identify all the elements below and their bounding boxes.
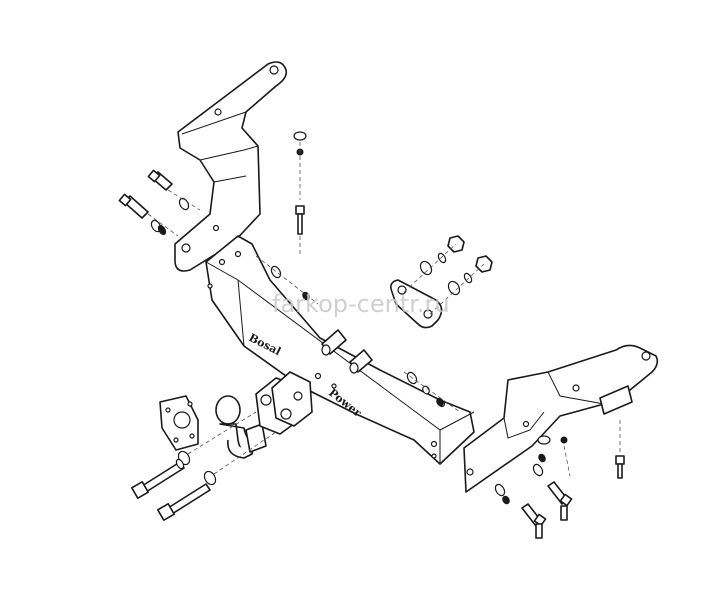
- tow-ball-neck: [215, 395, 255, 459]
- left-bolt-set: [118, 169, 201, 237]
- ball-bracket-plates: [255, 371, 313, 435]
- right-mounting-bracket: [463, 344, 659, 493]
- socket-mounting-plate: [159, 395, 199, 451]
- top-nut-washer: [293, 131, 307, 200]
- spacer-plate: [390, 279, 443, 329]
- right-bolt-set: [494, 420, 625, 539]
- plate-nuts-washers: [403, 235, 493, 315]
- vertical-bolt-center: [295, 205, 305, 256]
- beam-spacer-tubes: [321, 329, 373, 374]
- long-tow-bolts: [131, 411, 277, 521]
- beam-washers: [255, 255, 461, 413]
- watermark-text: farkop-centr.ru: [272, 290, 450, 318]
- left-mounting-bracket: [174, 61, 288, 272]
- tow-ball-flange-plate: [245, 423, 267, 453]
- right-bracket-rear-plate: [599, 385, 633, 415]
